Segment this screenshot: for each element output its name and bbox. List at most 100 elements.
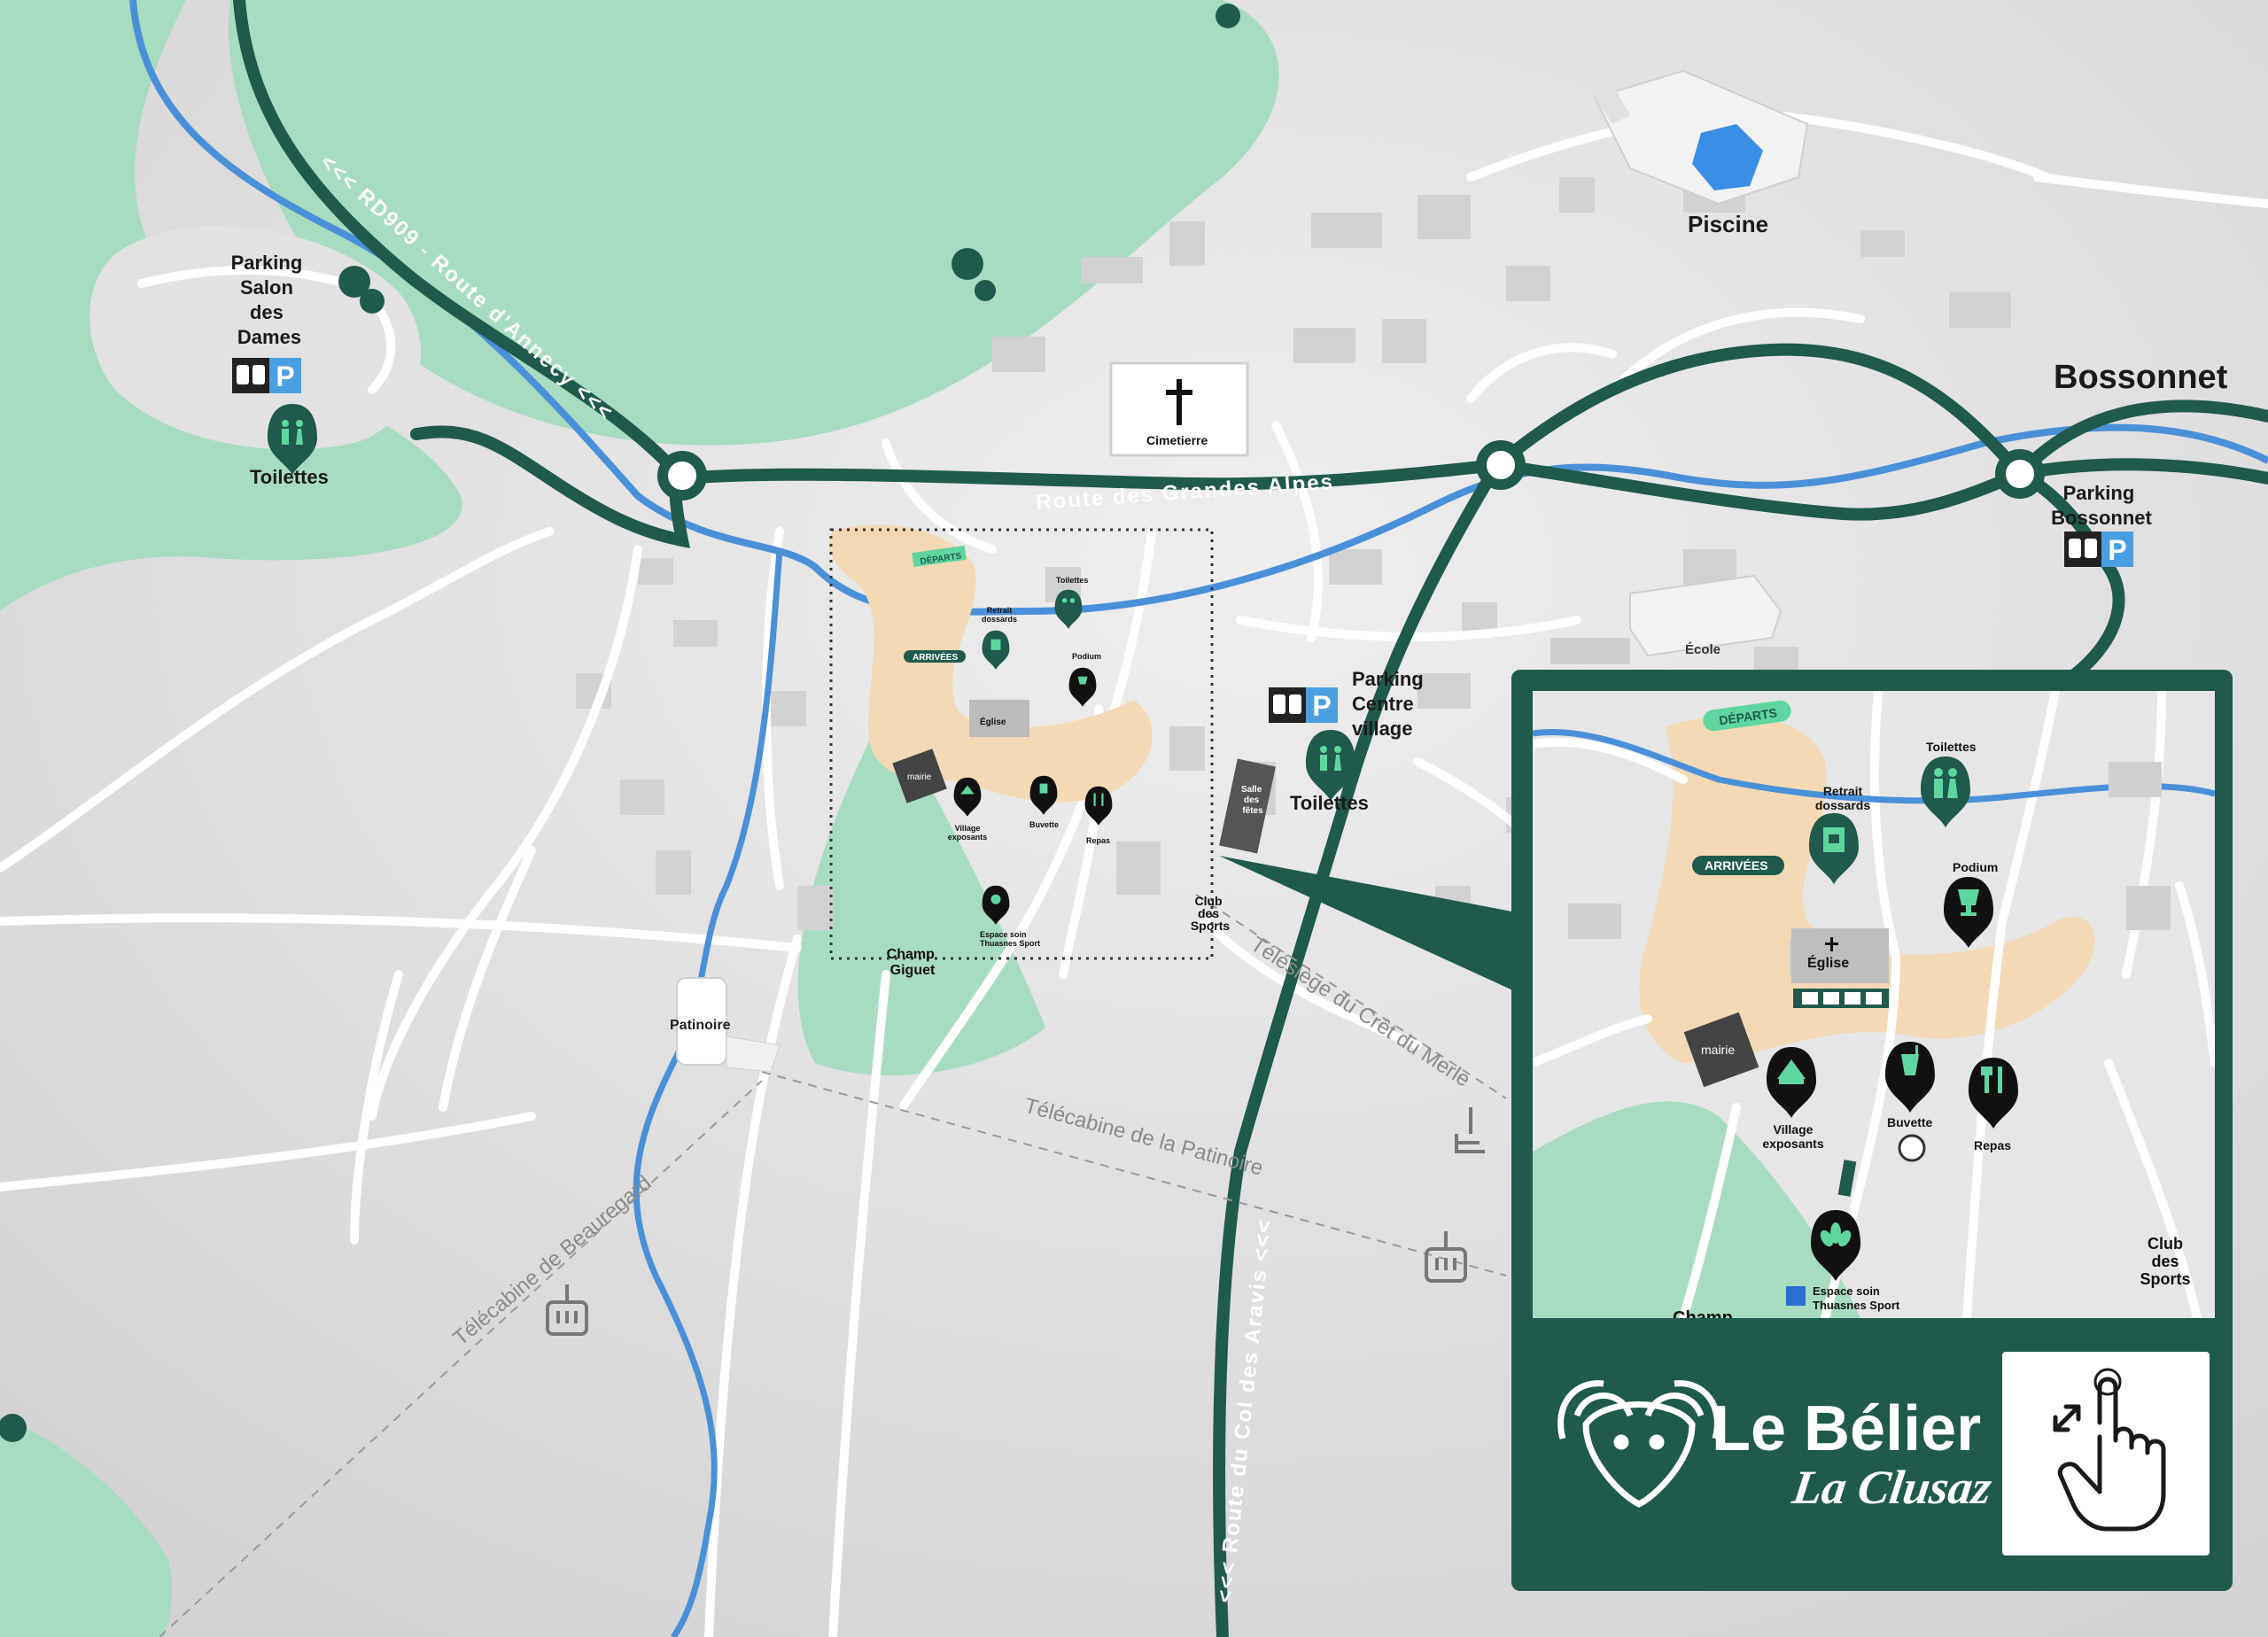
- gondola-icon: [546, 1284, 588, 1336]
- inset-toilets-pin[interactable]: [1921, 756, 1970, 827]
- parking-bossonnet[interactable]: Parking Bossonnet P: [2051, 482, 2153, 567]
- parking-salon-des-dames[interactable]: Parking Salon des Dames P: [231, 252, 308, 393]
- car-parking-icon: P: [1269, 687, 1338, 723]
- svg-text:Buvette: Buvette: [1029, 820, 1059, 829]
- inset-callout-pointer: [1219, 856, 1517, 992]
- inset-arrivees-banner: ARRIVÉES: [1692, 856, 1784, 875]
- toilets-label-centre: Toilettes: [1290, 792, 1369, 814]
- place-label-bossonnet: Bossonnet: [2054, 359, 2228, 396]
- repas-pin-small[interactable]: [1084, 786, 1113, 826]
- bib-icon: [1823, 827, 1845, 852]
- toilets-icon: [1320, 746, 1341, 771]
- toilets-icon: [1934, 768, 1958, 798]
- svg-text:P: P: [276, 361, 294, 392]
- inset-podium-pin[interactable]: [1944, 877, 1993, 948]
- event-zone-small[interactable]: DÉPARTS ARRIVÉES Église mairie Champ Gig…: [829, 524, 1214, 978]
- main-roads: [233, 0, 2268, 1637]
- place-label-cimetierre: Cimetierre: [1146, 433, 1208, 447]
- svg-text:Église: Église: [1807, 954, 1849, 971]
- river-branch: [633, 548, 783, 1637]
- inset-repas-pin[interactable]: [1969, 1058, 2018, 1129]
- salle-des-fetes: Salle des fêtes: [1219, 758, 1276, 854]
- pinch-zoom-hand-icon: [2053, 1368, 2166, 1532]
- svg-text:ARRIVÉES: ARRIVÉES: [1705, 858, 1768, 873]
- lotus-icon: [1820, 1222, 1852, 1247]
- club-des-sports-label: Club des Sports: [1191, 894, 1231, 933]
- svg-text:Podium: Podium: [1072, 652, 1101, 661]
- podium-pin-small[interactable]: [1068, 667, 1097, 707]
- retrait-pin-small[interactable]: [982, 630, 1010, 670]
- parking-label: Parking Salon des Dames: [231, 252, 308, 348]
- svg-text:mairie: mairie: [1701, 1043, 1735, 1057]
- buvette-pin-small[interactable]: [1029, 775, 1058, 815]
- svg-text:mairie: mairie: [907, 772, 932, 782]
- parking-label: Parking Centre village: [1352, 668, 1429, 740]
- toilets-label-west: Toilettes: [250, 466, 329, 488]
- inset-buvette-label: Buvette: [1887, 1115, 1933, 1129]
- svg-text:P: P: [2108, 534, 2126, 566]
- cross-icon: [1166, 379, 1192, 425]
- brand-title: Le Bélier: [1712, 1393, 1982, 1464]
- trophy-icon: [1958, 889, 1979, 916]
- inset-toilets-label: Toilettes: [1926, 740, 1977, 754]
- parking-label: Parking Bossonnet: [2051, 482, 2152, 529]
- place-label-ecole: École: [1685, 642, 1720, 657]
- arrivees-label: ARRIVÉES: [913, 651, 958, 663]
- zoom-button[interactable]: [2002, 1352, 2210, 1556]
- ecole-building: [1550, 574, 1783, 664]
- svg-text:Toilettes: Toilettes: [1056, 576, 1088, 585]
- tent-icon: [1777, 1059, 1806, 1084]
- inset-espace-pin[interactable]: [1811, 1210, 1860, 1281]
- gondola-icon: [1425, 1231, 1467, 1283]
- place-label-patinoire: Patinoire: [670, 1018, 731, 1033]
- espace-pin-small[interactable]: [982, 885, 1010, 925]
- cutlery-icon: [1981, 1067, 2002, 1093]
- toilets-pin-west[interactable]: [268, 404, 317, 475]
- drink-icon: [1901, 1045, 1919, 1075]
- car-parking-icon: P: [232, 358, 301, 393]
- svg-text:Repas: Repas: [1086, 836, 1110, 845]
- lift-lines: [159, 894, 1507, 1637]
- inset-buvette-pin[interactable]: [1885, 1042, 1935, 1113]
- inset-podium-label: Podium: [1953, 860, 1998, 874]
- toilets-pin-small[interactable]: [1054, 589, 1083, 629]
- toilets-pin-centre[interactable]: [1306, 730, 1355, 801]
- inset-mairie-building: mairie: [1683, 1012, 1759, 1088]
- brand-subtitle: La Clusaz: [1789, 1461, 1995, 1514]
- tree-icon: [0, 4, 1240, 1442]
- departs-banner: [912, 545, 967, 568]
- toilets-icon: [282, 420, 303, 445]
- chairlift-icon: [1455, 1107, 1485, 1153]
- village-pin-small[interactable]: [953, 777, 982, 817]
- inset-village-pin[interactable]: [1767, 1047, 1816, 1118]
- parking-centre-village[interactable]: P Parking Centre village: [1269, 668, 1429, 740]
- forest-area-southwest: [0, 1417, 173, 1637]
- svg-text:Salle des fêtes: Salle des fêtes: [1241, 785, 1264, 816]
- eglise-building: [969, 700, 1029, 737]
- svg-text:P: P: [1312, 690, 1331, 722]
- champ-giguet-label: Champ Giguet: [887, 947, 939, 978]
- eglise-label: Église: [980, 716, 1006, 727]
- car-parking-icon: P: [2064, 531, 2133, 567]
- roundabouts: [657, 440, 2045, 500]
- patinoire-building: [676, 977, 781, 1073]
- arrivees-banner: [904, 650, 966, 663]
- piscine-building: [1593, 69, 1809, 206]
- place-label-piscine: Piscine: [1688, 211, 1768, 237]
- inset-champ-label: Champ: [1673, 1308, 1733, 1328]
- inset-eglise-building: Église: [1791, 928, 1889, 1008]
- inset-buvette-badge: [1898, 1134, 1926, 1162]
- inset-retrait-pin[interactable]: [1809, 813, 1859, 884]
- mairie-building: mairie: [892, 749, 947, 803]
- inset-repas-label: Repas: [1974, 1138, 2011, 1152]
- forest-area-west: [0, 0, 462, 611]
